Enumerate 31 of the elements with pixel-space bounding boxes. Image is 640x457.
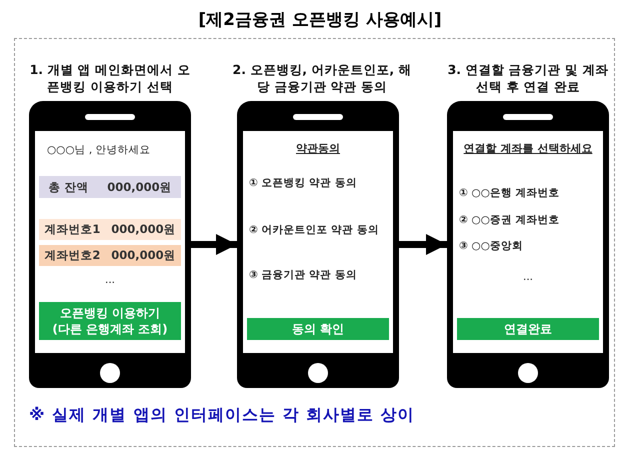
arrow xyxy=(191,234,237,255)
arrow xyxy=(399,234,447,255)
step-heading: 2. 오픈뱅킹, 어카운트인포, 해당 금융기관 약관 동의 xyxy=(232,61,412,96)
list-item: ③ ○○중앙회 xyxy=(459,239,523,253)
action-button: 오픈뱅킹 이용하기 (다른 은행계좌 조회) xyxy=(39,302,181,340)
ellipsis: ... xyxy=(522,271,534,283)
footnote-text: ※ 실제 개별 앱의 인터페이스는 각 회사별로 상이 xyxy=(29,405,415,426)
screen-title: 연결할 계좌를 선택하세요 xyxy=(464,141,592,156)
account-row xyxy=(39,245,181,266)
list-item: ② ○○증권 계좌번호 xyxy=(459,213,560,227)
diagram-title: [제2금융권 오픈뱅킹 사용예시] xyxy=(197,9,443,32)
list-item: ① 오픈뱅킹 약관 동의 xyxy=(249,176,357,190)
account-row xyxy=(39,176,181,198)
ellipsis: ... xyxy=(104,274,116,286)
amount-text: 000,000원 xyxy=(111,222,176,237)
step-heading: 1. 개별 앱 메인화면에서 오픈뱅킹 이용하기 선택 xyxy=(29,61,191,96)
action-button: 연결완료 xyxy=(457,318,599,340)
amount-text: 000,000원 xyxy=(107,180,172,194)
row-label: 계좌번호2 xyxy=(44,248,100,263)
list-item: ③ 금융기관 약관 동의 xyxy=(249,268,357,282)
greeting-text: ○○○님 , 안녕하세요 xyxy=(47,143,150,157)
row-label: 총 잔액 xyxy=(48,180,88,194)
dashed-border-panel xyxy=(14,38,615,447)
row-label: 계좌번호1 xyxy=(44,222,100,237)
list-item: ② 어카운트인포 약관 동의 xyxy=(249,223,379,237)
account-row xyxy=(39,219,181,240)
step-heading: 3. 연결할 금융기관 및 계좌 선택 후 연결 완료 xyxy=(446,61,610,96)
list-item: ① ○○은행 계좌번호 xyxy=(459,186,560,200)
amount-text: 000,000원 xyxy=(111,248,176,263)
screen-title: 약관동의 xyxy=(296,141,340,156)
action-button: 동의 확인 xyxy=(247,318,389,340)
